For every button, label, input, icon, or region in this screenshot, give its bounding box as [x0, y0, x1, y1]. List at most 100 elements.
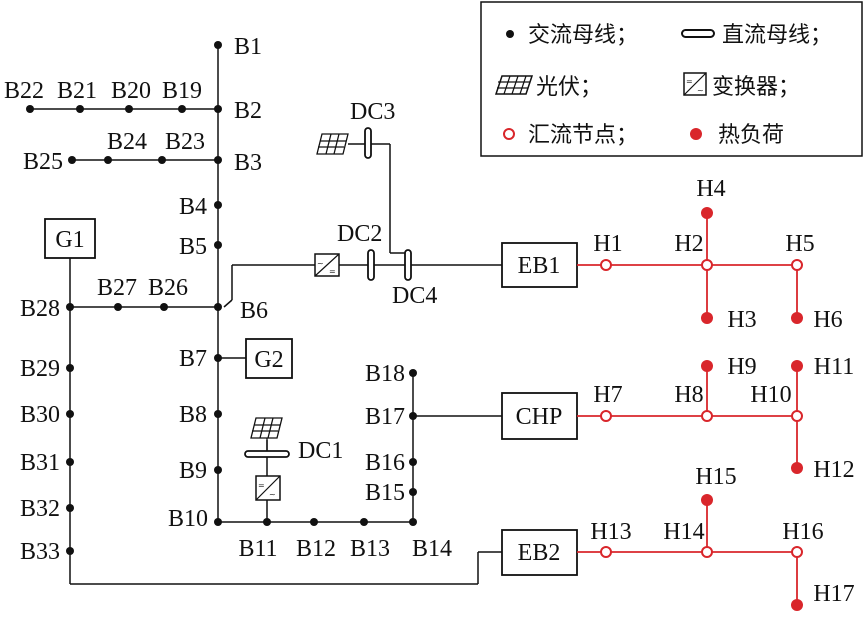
heat-lines — [577, 213, 798, 605]
label-B14: B14 — [412, 536, 452, 562]
ac-bus-B29 — [66, 364, 74, 372]
label-B5: B5 — [179, 234, 207, 260]
ac-bus-B23 — [158, 156, 166, 164]
label-H16: H16 — [782, 519, 823, 545]
unit-G1: G1 — [44, 218, 96, 259]
ac-bus-B3 — [214, 156, 222, 164]
ac-bus-B11 — [263, 518, 271, 526]
heat-junctions — [600, 259, 803, 558]
svg-text:=: = — [329, 267, 336, 276]
label-B12: B12 — [296, 536, 336, 562]
label-B18: B18 — [365, 361, 405, 387]
ac-bus-B7 — [214, 354, 222, 362]
dc-bus-DC3 — [364, 127, 372, 159]
heat-junction-H16 — [791, 546, 803, 558]
label-B24: B24 — [107, 129, 147, 155]
dc-bus-DC2 — [367, 249, 375, 281]
ac-bus-B27 — [114, 303, 122, 311]
heat-junction-H13 — [600, 546, 612, 558]
pv-panel-dc1 — [250, 417, 283, 451]
ac-bus-B16 — [409, 458, 417, 466]
label-H4: H4 — [696, 176, 725, 202]
ac-bus-dots — [26, 41, 417, 555]
label-H17: H17 — [813, 581, 854, 607]
heat-junction-H7 — [600, 410, 612, 422]
label-B28: B28 — [20, 296, 60, 322]
label-B4: B4 — [179, 194, 207, 220]
label-B7: B7 — [179, 346, 207, 372]
svg-text:=: = — [686, 77, 693, 86]
ac-bus-B14 — [409, 518, 417, 526]
heat-loads — [701, 207, 803, 611]
label-B15: B15 — [365, 480, 405, 506]
label-B23: B23 — [165, 129, 205, 155]
label-B27: B27 — [97, 275, 137, 301]
label-B30: B30 — [20, 402, 60, 428]
ac-bus-B5 — [214, 241, 222, 249]
svg-text:~: ~ — [697, 86, 704, 95]
label-B17: B17 — [365, 404, 405, 430]
ac-bus-labels: B1 B2 B3 B4 B5 B6 B7 B8 B9 B10 B11 B12 B… — [4, 34, 452, 565]
label-B31: B31 — [20, 450, 60, 476]
heat-load-H9 — [701, 360, 713, 372]
heat-junction-H10 — [791, 410, 803, 422]
label-B21: B21 — [57, 78, 97, 104]
ac-bus-B30 — [66, 410, 74, 418]
legend-dc-bus-label: 直流母线； — [722, 23, 832, 48]
label-H1: H1 — [593, 231, 622, 257]
unit-CHP-label: CHP — [516, 404, 563, 430]
svg-text:~: ~ — [317, 259, 324, 268]
label-B20: B20 — [111, 78, 151, 104]
heat-load-H12 — [791, 462, 803, 474]
label-B13: B13 — [350, 536, 390, 562]
label-B10: B10 — [168, 506, 208, 532]
unit-EB1: EB1 — [501, 242, 578, 288]
pv-icon — [494, 75, 534, 95]
ac-bus-B8 — [214, 410, 222, 418]
ac-bus-symbol — [506, 30, 514, 38]
label-H9: H9 — [727, 354, 756, 380]
converter-dc1: = ~ — [255, 475, 281, 501]
label-B33: B33 — [20, 539, 60, 565]
ac-bus-B26 — [160, 303, 168, 311]
unit-EB1-label: EB1 — [518, 253, 561, 279]
label-B29: B29 — [20, 356, 60, 382]
label-B1: B1 — [234, 34, 262, 60]
legend: 交流母线； 直流母线； 光伏； = ~ 变换器； 汇流节点； 热负荷 — [480, 1, 863, 157]
heat-junction-H1 — [600, 259, 612, 271]
legend-pv-label: 光伏； — [536, 75, 602, 100]
converter-dc2: ~ = — [314, 253, 340, 277]
label-H3: H3 — [727, 307, 756, 333]
heat-junction-H8 — [701, 410, 713, 422]
label-H2: H2 — [674, 231, 703, 257]
ac-bus-B12 — [310, 518, 318, 526]
ac-bus-B21 — [76, 105, 84, 113]
heat-load-H11 — [791, 360, 803, 372]
heat-load-H4 — [701, 207, 713, 219]
label-DC4: DC4 — [392, 283, 437, 309]
legend-frame — [480, 1, 863, 157]
unit-G1-label: G1 — [55, 227, 84, 253]
label-H8: H8 — [674, 382, 703, 408]
ac-bus-B1 — [214, 41, 222, 49]
ac-bus-B31 — [66, 458, 74, 466]
ac-bus-B9 — [214, 466, 222, 474]
label-H11: H11 — [814, 354, 854, 380]
label-B11: B11 — [238, 536, 277, 562]
unit-G2: G2 — [245, 338, 293, 379]
ac-bus-B22 — [26, 105, 34, 113]
label-B32: B32 — [20, 496, 60, 522]
dc-bus-DC4 — [404, 249, 412, 281]
label-B22: B22 — [4, 78, 44, 104]
label-H5: H5 — [785, 231, 814, 257]
label-DC2: DC2 — [337, 221, 382, 247]
label-B26: B26 — [148, 275, 188, 301]
legend-ac-bus-label: 交流母线； — [528, 23, 638, 48]
label-H13: H13 — [590, 519, 631, 545]
ac-bus-B18 — [409, 369, 417, 377]
label-B2: B2 — [234, 98, 262, 124]
ac-bus-B10 — [214, 518, 222, 526]
ac-bus-B4 — [214, 201, 222, 209]
label-H12: H12 — [813, 457, 854, 483]
